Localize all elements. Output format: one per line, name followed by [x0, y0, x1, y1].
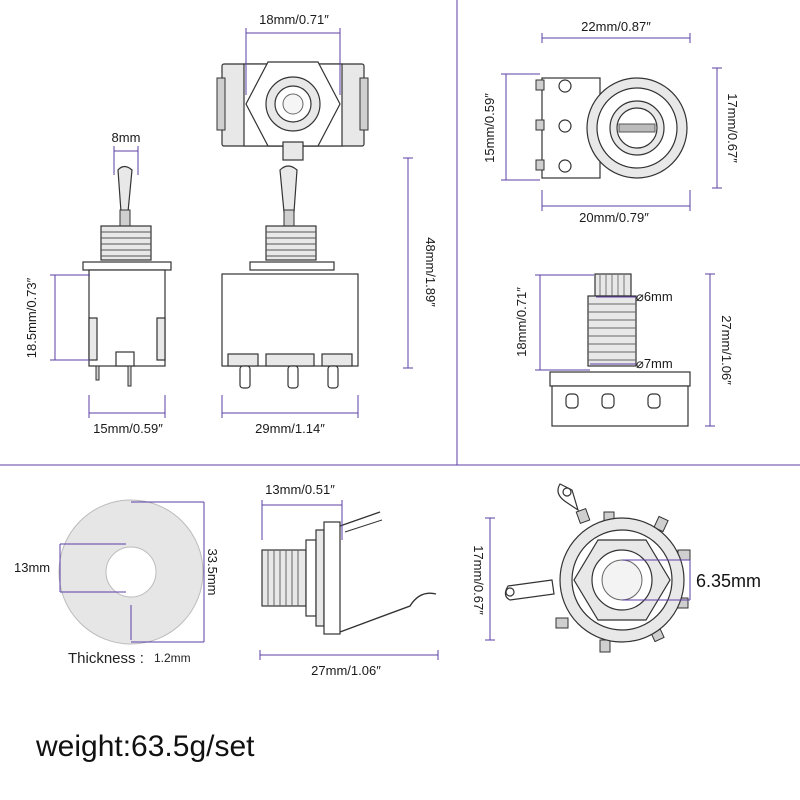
jack-thread-label: 13mm/0.51″	[265, 482, 335, 497]
dim-pot-terminal-span	[501, 73, 540, 181]
pot-total-length-label: 27mm/1.06″	[719, 315, 734, 385]
jack-height-label: 17mm/0.67″	[471, 545, 486, 615]
dim-toggle-lever-width	[113, 146, 139, 175]
dim-toggle-total-height	[403, 157, 413, 369]
pot-thread-dia-label: ⌀7mm	[636, 356, 673, 371]
dim-jack-length	[259, 650, 439, 660]
dim-toggle-front-width	[221, 395, 359, 418]
dim-toggle-side-width	[88, 395, 166, 418]
toggle-top-width-label: 18mm/0.71″	[259, 12, 329, 27]
potentiometer-top-view	[535, 77, 688, 179]
washer-inner-label: 13mm	[14, 560, 50, 575]
toggle-switch-front-view	[221, 165, 359, 389]
output-jack-front-view	[504, 483, 691, 653]
potentiometer-side-view	[549, 273, 691, 427]
washer-thickness-value: 1.2mm	[154, 651, 191, 665]
dim-jack-thread	[261, 500, 343, 540]
toggle-body-height-label: 18.5mm/0.73″	[24, 277, 39, 358]
dim-washer-outer	[131, 501, 205, 643]
toggle-switch-top-view	[216, 61, 369, 161]
dim-toggle-body-height	[50, 274, 90, 361]
weight-label: weight:63.5g/set	[36, 730, 255, 763]
pot-width-label: 22mm/0.87″	[581, 19, 651, 34]
washer	[58, 499, 204, 645]
toggle-front-width-label: 29mm/1.14″	[255, 421, 325, 436]
jack-length-label: 27mm/1.06″	[311, 663, 381, 678]
dim-jack-height	[485, 517, 495, 641]
jack-bore-label: 6.35mm	[696, 571, 761, 591]
washer-outer-label: 33.5mm	[205, 549, 220, 596]
pot-shaft-length-label: 18mm/0.71″	[514, 287, 529, 357]
dim-pot-shaft-length	[535, 274, 594, 371]
dim-jack-bore	[622, 559, 691, 601]
dim-pot-width	[541, 33, 691, 43]
toggle-switch-side-view	[82, 165, 172, 387]
pot-body-width-label: 20mm/0.79″	[579, 210, 649, 225]
toggle-lever-width-label: 8mm	[112, 130, 141, 145]
dim-washer-inner	[59, 543, 126, 593]
dim-toggle-top-width	[245, 28, 341, 95]
dim-pot-total-length	[705, 273, 715, 427]
toggle-side-width-label: 15mm/0.59″	[93, 421, 163, 436]
pot-terminal-span-label: 15mm/0.59″	[482, 93, 497, 163]
toggle-total-height-label: 48mm/1.89″	[423, 237, 438, 307]
pot-shaft-dia-label: ⌀6mm	[636, 289, 673, 304]
washer-thickness-label: Thickness :	[68, 650, 144, 667]
dim-pot-body-width	[541, 190, 691, 211]
output-jack-side-view	[261, 511, 437, 635]
pot-height-label: 17mm/0.67″	[725, 93, 740, 163]
dim-pot-height	[712, 67, 722, 189]
